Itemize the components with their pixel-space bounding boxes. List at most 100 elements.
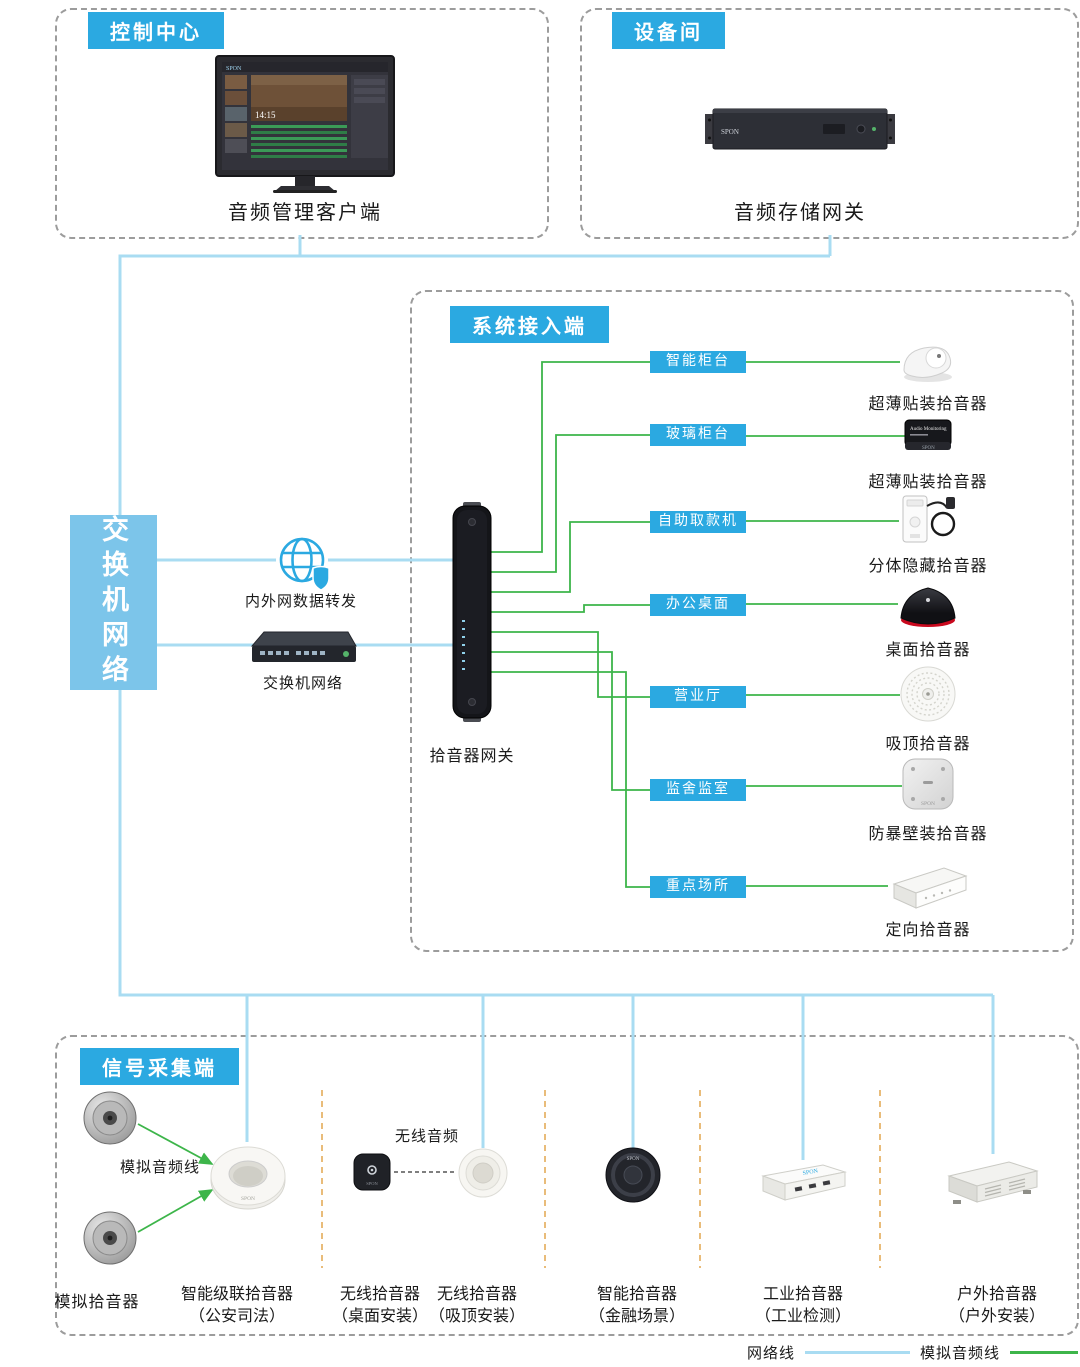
scene-chip-atm: 自助取款机: [650, 511, 746, 533]
industrial-pickup-device: SPON: [755, 1158, 851, 1211]
pickup-gateway-icon: [452, 502, 492, 722]
device-sub: （户外安装）: [948, 1308, 1046, 1326]
analog-lines: [137, 361, 906, 1233]
access-device-label-6: 定向拾音器: [885, 922, 971, 939]
scene-chip-office-desk: 办公桌面: [650, 594, 746, 616]
access-device-label-5: 防暴壁装拾音器: [868, 826, 988, 843]
access-device-label-0: 超薄贴装拾音器: [868, 396, 988, 413]
device-name: 户外拾音器: [956, 1286, 1038, 1303]
device-screen-text: Audio Monitoring: [910, 427, 947, 432]
wireless-desktop-pickup-device: SPON: [352, 1152, 392, 1197]
wireless-desktop-pickup-icon: SPON: [353, 1153, 391, 1191]
wireless-brand-text: SPON: [366, 1181, 378, 1186]
legend-analog-label: 模拟音频线: [919, 1346, 1000, 1362]
directional-pickup-icon: [892, 867, 968, 909]
device-name: 无线拾音器: [436, 1286, 518, 1303]
analog-pickup-device-1: [82, 1090, 138, 1151]
device-name: 智能拾音器: [596, 1286, 678, 1303]
access-section-title: 系统接入端: [450, 306, 609, 343]
collection-label-smart: 智能拾音器 （金融场景）: [589, 1284, 685, 1329]
network-lines: [118, 235, 995, 1160]
switch-network-panel: 交换机网络: [70, 515, 157, 690]
scene-chip-smart-counter: 智能柜台: [650, 351, 746, 373]
access-device-label-3: 桌面拾音器: [885, 642, 971, 659]
ultra-thin-pickup-icon: [903, 346, 952, 382]
switch-icon: [250, 631, 357, 662]
ultra-thin-pickup-2-device: Audio Monitoring SPON: [904, 418, 952, 459]
access-device-label-1: 超薄贴装拾音器: [868, 474, 988, 491]
legend-analog-line: [1010, 1351, 1078, 1354]
wireless-link-label: 无线音频: [394, 1129, 460, 1145]
legend-network-label: 网络线: [746, 1346, 795, 1362]
wall-brand-text: SPON: [921, 801, 935, 807]
analog-pickup-icon: [83, 1211, 137, 1265]
pickup-gateway-label: 拾音器网关: [429, 748, 515, 765]
collection-section-title: 信号采集端: [80, 1048, 239, 1085]
audio-storage-gateway-label: 音频存储网关: [734, 202, 866, 224]
globe-shield-icon: [276, 534, 330, 591]
wireless-ceiling-pickup-device: [456, 1146, 510, 1205]
ceiling-pickup-icon: [900, 666, 956, 722]
ultra-thin-pickup-device: [898, 340, 958, 389]
switch-device-label: 交换机网络: [262, 676, 344, 692]
monitor-brand-text: SPON: [226, 66, 242, 72]
collection-section-box: [55, 1035, 1079, 1336]
industrial-pickup-icon: SPON: [761, 1164, 847, 1201]
control-center-title: 控制中心: [88, 12, 224, 49]
scene-chip-prison-cell: 监舍监室: [650, 779, 746, 801]
rack-brand-text: SPON: [721, 128, 739, 136]
wall-mount-pickup-device: SPON: [900, 756, 956, 817]
desktop-pickup-icon: [900, 587, 956, 627]
smart-pickup-device: SPON: [604, 1146, 662, 1209]
audio-client-monitor: SPON 14:15: [215, 55, 395, 200]
data-forward-node: [272, 532, 336, 601]
audio-client-label: 音频管理客户端: [228, 202, 382, 224]
monitor-icon: SPON 14:15: [215, 55, 395, 193]
smart-pickup-icon: SPON: [605, 1147, 661, 1203]
collection-label-industrial: 工业拾音器 （工业检测）: [755, 1284, 851, 1329]
device-name: 无线拾音器: [339, 1286, 421, 1303]
desktop-pickup-device: [896, 578, 960, 635]
device-sub: （吸顶安装）: [428, 1308, 526, 1326]
device-name: 智能级联拾音器: [180, 1286, 294, 1303]
access-section-box: [410, 290, 1074, 952]
device-brand-text: SPON: [922, 446, 935, 451]
outdoor-pickup-icon: [947, 1161, 1039, 1204]
equipment-room-title: 设备间: [612, 12, 725, 49]
hidden-split-pickup-icon: [902, 495, 956, 543]
collection-label-outdoor: 户外拾音器 （户外安装）: [949, 1284, 1045, 1329]
collection-label-wireless-desktop: 无线拾音器 （桌面安装）: [332, 1284, 428, 1329]
access-device-label-4: 吸顶拾音器: [885, 736, 971, 753]
network-switch-device: [248, 624, 360, 673]
wall-mount-pickup-icon: SPON: [902, 758, 954, 810]
pickup-gateway-device: [450, 502, 494, 727]
analog-pickup-icon: [83, 1091, 137, 1145]
outdoor-pickup-device: [943, 1152, 1043, 1215]
collection-label-wireless-ceiling: 无线拾音器 （吸顶安装）: [429, 1284, 525, 1329]
audio-storage-gateway-device: SPON: [705, 106, 895, 157]
legend-network-line: [804, 1351, 910, 1354]
scene-chip-business-hall: 营业厅: [650, 686, 746, 708]
hidden-split-pickup-device: [897, 492, 959, 555]
device-sub: （金融场景）: [588, 1308, 686, 1326]
ultra-thin-pickup-2-icon: Audio Monitoring SPON: [904, 419, 952, 451]
device-sub: （公安司法）: [188, 1308, 286, 1326]
scene-chip-key-place: 重点场所: [650, 876, 746, 898]
cascade-brand-text: SPON: [241, 1196, 255, 1202]
wireless-ceiling-pickup-icon: [458, 1148, 508, 1198]
device-sub: （工业检测）: [754, 1308, 852, 1326]
cascade-pickup-device: SPON: [208, 1140, 288, 1217]
directional-pickup-device: [886, 860, 970, 917]
separator-lines: [321, 1090, 881, 1268]
control-center-box: [55, 8, 549, 239]
collection-label-analog: 模拟拾音器: [54, 1294, 140, 1311]
monitor-time-text: 14:15: [255, 110, 276, 120]
cascade-pickup-icon: SPON: [210, 1146, 286, 1210]
analog-link-label: 模拟音频线: [119, 1160, 201, 1176]
ceiling-pickup-device: [898, 664, 958, 729]
analog-pickup-device-2: [82, 1210, 138, 1271]
scene-chip-glass-counter: 玻璃柜台: [650, 424, 746, 446]
data-forward-label: 内外网数据转发: [244, 594, 358, 610]
